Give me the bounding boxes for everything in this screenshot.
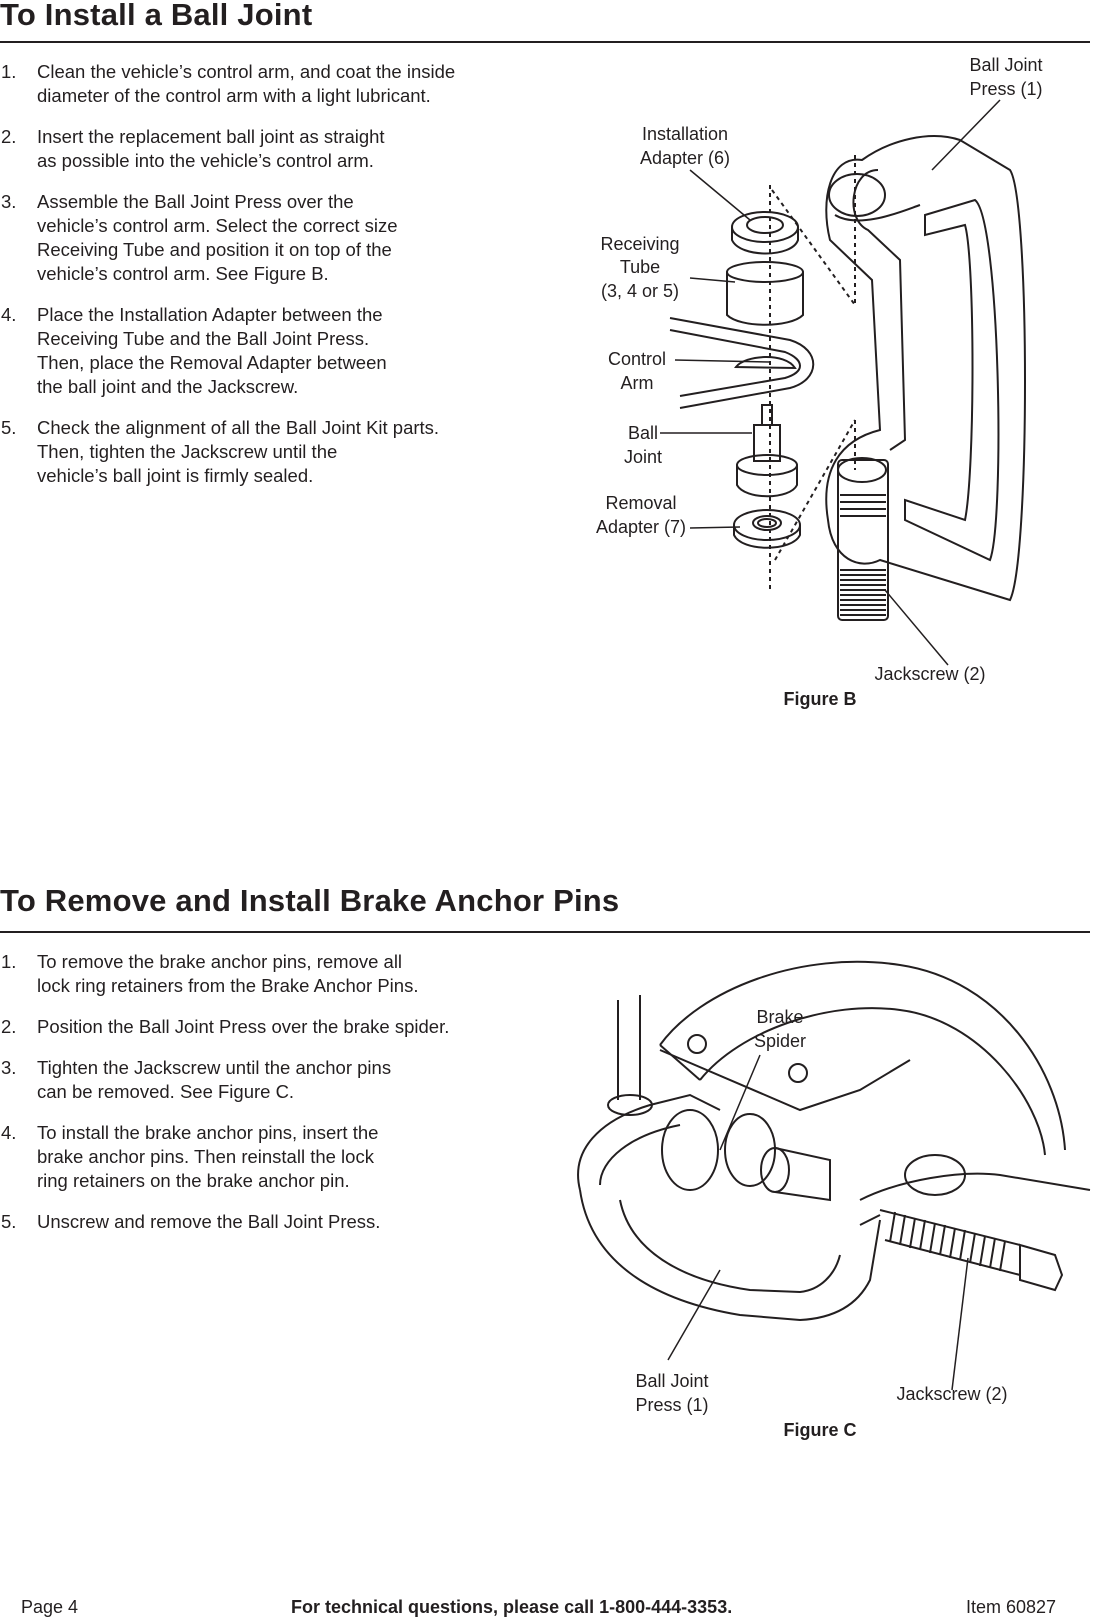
list-item: 1.To remove the brake anchor pins, remov… [1, 951, 419, 996]
install-ball-joint-steps: 1.Clean the vehicle’s control arm, and c… [0, 60, 520, 505]
list-item: 1.Clean the vehicle’s control arm, and c… [1, 61, 456, 106]
brake-assembly-illustration [577, 960, 1091, 1322]
ball-joint-illustration [736, 404, 798, 498]
footer-support-line: For technical questions, please call 1-8… [291, 1597, 733, 1617]
figure-c-caption: Figure C [783, 1420, 856, 1440]
label-installation-adapter: Installation [642, 124, 728, 144]
list-item: 3.Tighten the Jackscrew until the anchor… [1, 1057, 392, 1102]
label-receiving-tube: (3, 4 or 5) [601, 281, 679, 301]
list-item: 5.Unscrew and remove the Ball Joint Pres… [1, 1211, 381, 1232]
label-ball-joint-press: Press (1) [969, 79, 1042, 99]
label-ball-joint-press: Press (1) [635, 1395, 708, 1415]
list-item: 5.Check the alignment of all the Ball Jo… [1, 417, 440, 486]
control-arm-illustration [669, 317, 815, 409]
label-control-arm: Arm [621, 373, 654, 393]
figure-b-caption: Figure B [783, 689, 856, 709]
label-brake-spider: Brake [756, 1007, 803, 1027]
footer-item-number: Item 60827 [966, 1597, 1057, 1617]
section-divider [0, 931, 1090, 933]
label-control-arm: Control [608, 349, 666, 369]
list-item: 2.Position the Ball Joint Press over the… [1, 1016, 450, 1037]
label-ball-joint-press: Ball Joint [635, 1371, 708, 1391]
jackscrew-illustration [837, 457, 889, 621]
receiving-tube-illustration [726, 261, 804, 326]
label-brake-spider: Spider [754, 1031, 806, 1051]
label-installation-adapter: Adapter (6) [640, 148, 730, 168]
figure-c-labels: Brake Spider Ball Joint Press (1) Jacksc… [635, 1007, 1007, 1440]
figure-b-diagram: Ball Joint Press (1) Installation Adapte… [596, 55, 1043, 709]
label-ball-joint: Joint [624, 447, 662, 467]
section-divider [0, 41, 1090, 43]
list-item: 3.Assemble the Ball Joint Press over the… [1, 191, 398, 284]
label-ball-joint-press: Ball Joint [969, 55, 1042, 75]
ball-joint-press-illustration [825, 135, 1026, 602]
section-title-install-ball-joint: To Install a Ball Joint [0, 0, 313, 32]
list-item: 4.To install the brake anchor pins, inse… [1, 1122, 379, 1191]
leader-lines [660, 99, 1001, 666]
label-removal-adapter: Removal [605, 493, 676, 513]
footer-page-number: Page 4 [21, 1597, 79, 1617]
label-jackscrew: Jackscrew (2) [874, 664, 985, 684]
label-jackscrew: Jackscrew (2) [896, 1384, 1007, 1404]
label-receiving-tube: Tube [620, 257, 660, 277]
brake-anchor-pins-steps: 1.To remove the brake anchor pins, remov… [0, 950, 520, 1251]
section-title-brake-anchor-pins: To Remove and Install Brake Anchor Pins [0, 883, 620, 918]
leader-lines [667, 1054, 969, 1391]
figure-b-labels: Ball Joint Press (1) Installation Adapte… [596, 55, 1043, 709]
list-item: 4.Place the Installation Adapter between… [1, 304, 387, 397]
label-receiving-tube: Receiving [600, 234, 679, 254]
label-ball-joint: Ball [628, 423, 658, 443]
removal-adapter-illustration [733, 509, 801, 549]
installation-adapter-illustration [731, 211, 799, 255]
label-removal-adapter: Adapter (7) [596, 517, 686, 537]
list-item: 2.Insert the replacement ball joint as s… [1, 126, 385, 171]
